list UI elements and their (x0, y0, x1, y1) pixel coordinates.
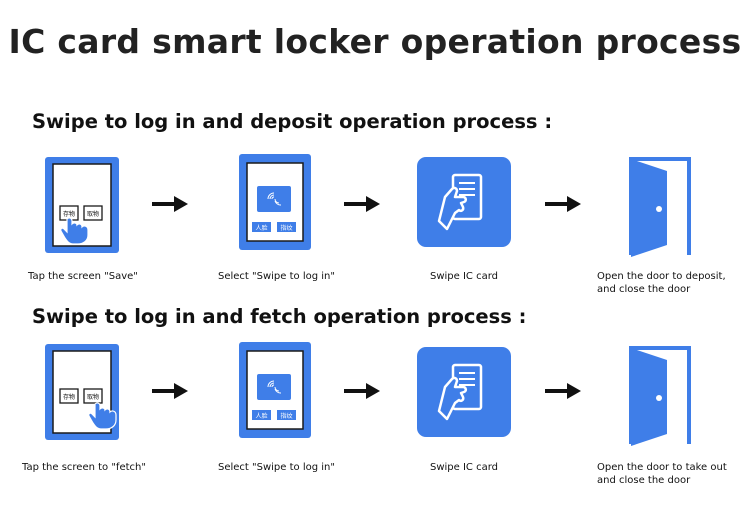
tap-fetch-screen-icon: 存物 取物 (45, 344, 119, 440)
swipe-ic-card-icon (417, 347, 511, 437)
svg-text:指纹: 指纹 (280, 412, 292, 420)
arrow-right-icon (545, 383, 581, 399)
arrow-right-icon (152, 383, 188, 399)
svg-text:存物: 存物 (63, 210, 75, 218)
caption-line: and close the door (597, 475, 691, 486)
deposit-section-heading: Swipe to log in and deposit operation pr… (32, 110, 553, 133)
step-caption: Select "Swipe to log in" (218, 271, 335, 282)
step-caption-multiline: Open the door to deposit, and close the … (597, 270, 726, 296)
arrow-right-icon (344, 196, 380, 212)
step-caption: Swipe IC card (430, 462, 499, 473)
svg-text:指纹: 指纹 (280, 224, 292, 232)
step-caption: Tap the screen "Save" (28, 271, 138, 282)
svg-text:取物: 取物 (87, 393, 99, 401)
caption-line: and close the door (597, 284, 691, 295)
tap-save-screen-icon: 存物 取物 (45, 157, 119, 253)
fetch-section-heading: Swipe to log in and fetch operation proc… (32, 305, 527, 328)
swipe-login-screen-icon: 人脸 指纹 (239, 154, 311, 250)
step-caption-multiline: Open the door to take out and close the … (597, 461, 727, 487)
caption-line: Open the door to take out (597, 462, 727, 473)
page-title: IC card smart locker operation process (8, 22, 742, 61)
svg-text:人脸: 人脸 (255, 224, 267, 232)
step-caption: Tap the screen to "fetch" (22, 462, 146, 473)
arrow-right-icon (152, 196, 188, 212)
svg-text:存物: 存物 (63, 393, 75, 401)
svg-text:取物: 取物 (87, 210, 99, 218)
caption-line: Open the door to deposit, (597, 271, 726, 282)
step-caption: Swipe IC card (430, 271, 499, 282)
svg-text:人脸: 人脸 (255, 412, 267, 420)
open-door-icon (625, 346, 691, 446)
swipe-login-screen-icon: 人脸 指纹 (239, 342, 311, 438)
arrow-right-icon (344, 383, 380, 399)
arrow-right-icon (545, 196, 581, 212)
step-caption: Select "Swipe to log in" (218, 462, 335, 473)
swipe-ic-card-icon (417, 157, 511, 247)
open-door-icon (625, 157, 691, 257)
